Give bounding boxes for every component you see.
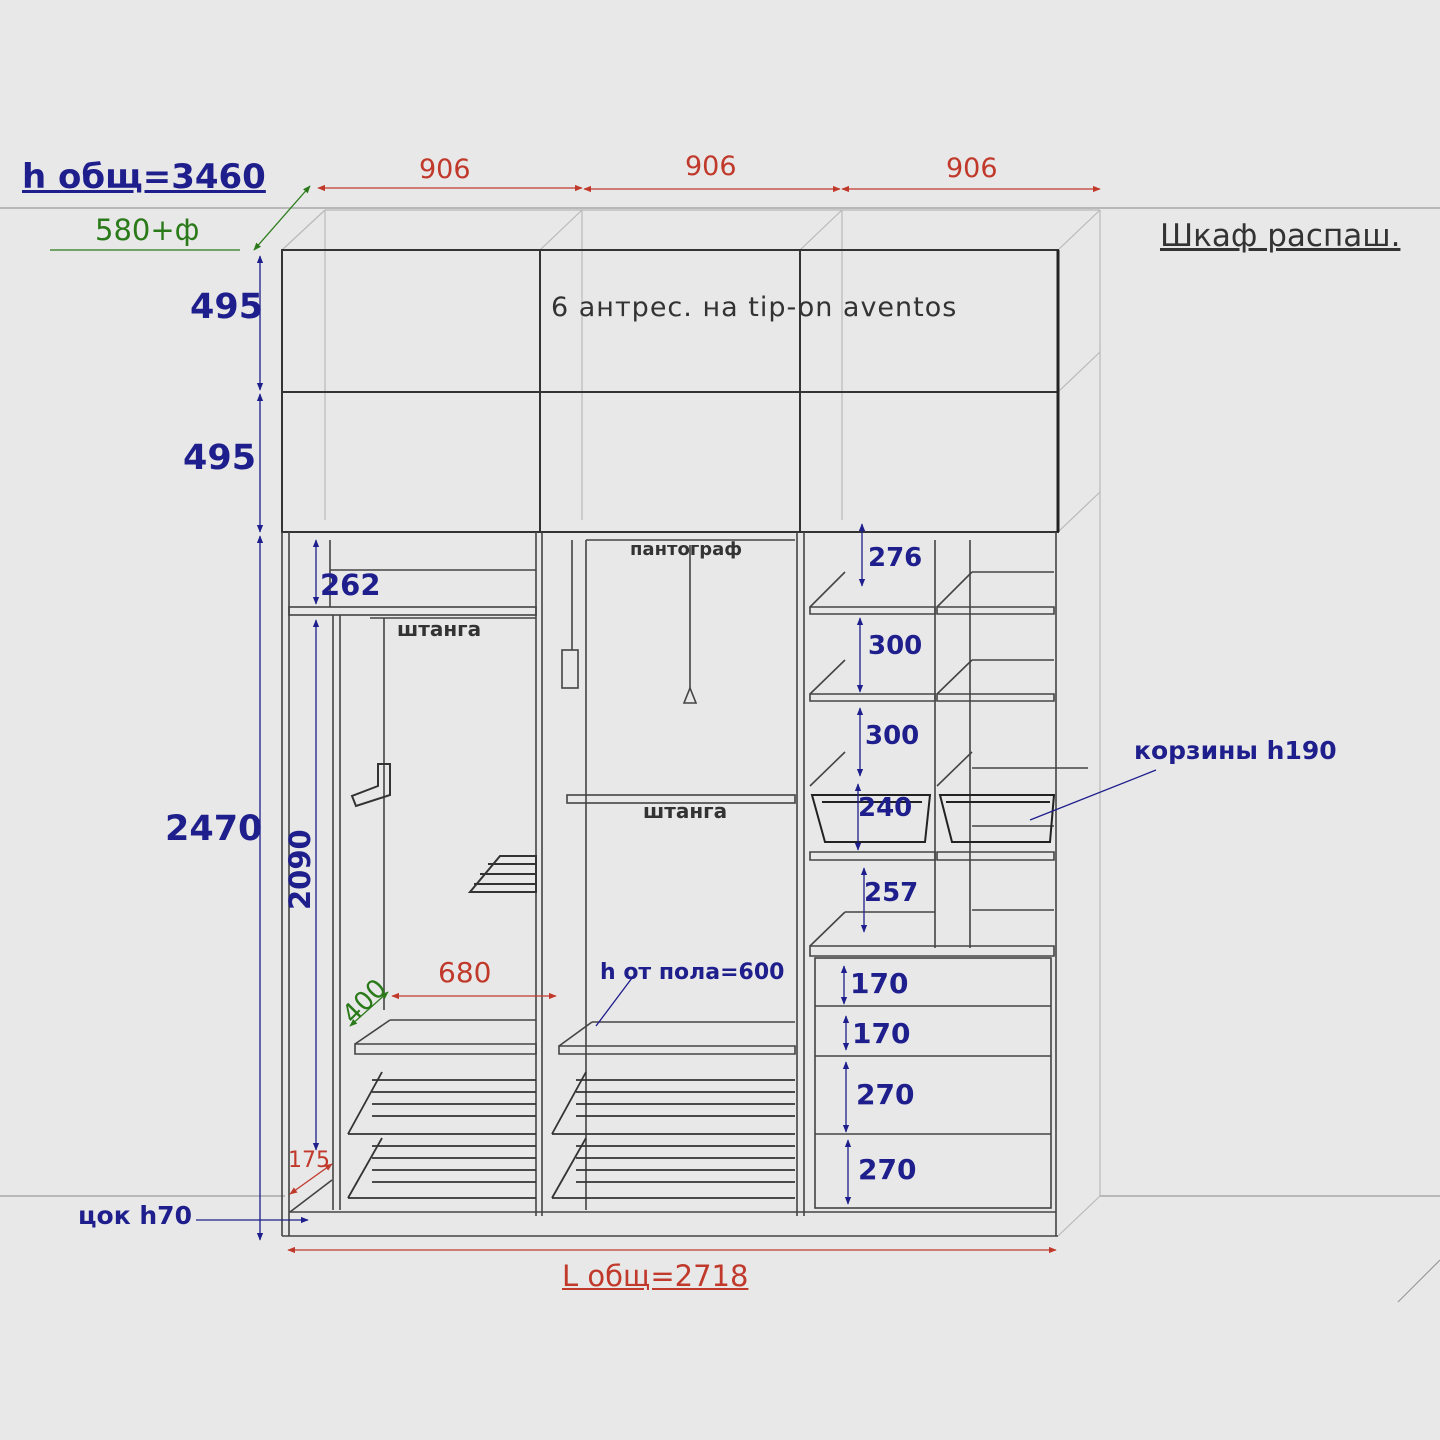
- mezzanine-note: 6 антрес. на tip-on aventos: [551, 292, 958, 323]
- shelf-width-label: 680: [438, 956, 492, 989]
- right-shelf-5-label: 257: [864, 878, 919, 908]
- total-width-label: L общ=2718: [562, 1259, 749, 1293]
- height-mezz-top-label: 495: [190, 287, 264, 327]
- height-top-shelf-label: 262: [320, 568, 381, 602]
- accessories: [350, 763, 537, 893]
- dim-lines-green: [50, 185, 389, 1027]
- total-height-label: h общ=3460: [22, 157, 266, 197]
- drawer-4-label: 270: [858, 1153, 917, 1186]
- drawer-2-label: 170: [852, 1017, 911, 1050]
- right-shelf-1-label: 276: [868, 543, 923, 573]
- drawer-1-label: 170: [850, 967, 909, 1000]
- dim-lines-red: [287, 184, 1101, 1254]
- cabinet-type-label: Шкаф распаш.: [1160, 218, 1401, 254]
- carcass-ghost: [281, 209, 1101, 1237]
- plinth-label: цок h70: [78, 1201, 192, 1230]
- width-col3-label: 906: [946, 153, 998, 184]
- pantograph-note: пантограф: [630, 539, 743, 560]
- room-lines: [0, 207, 1440, 1303]
- height-main-label: 2470: [165, 809, 263, 849]
- rod-center-note: штанга: [643, 799, 728, 823]
- right-shelf-2-label: 300: [868, 631, 923, 661]
- width-col1-label: 906: [419, 154, 471, 185]
- dim-lines-blue: [196, 255, 1157, 1241]
- height-left-section-label: 2090: [283, 829, 317, 910]
- right-shelf-3-label: 300: [865, 721, 920, 751]
- height-mezz-bottom-label: 495: [183, 438, 257, 478]
- shoe-racks: [347, 1071, 795, 1199]
- drawer-3-label: 270: [856, 1078, 915, 1111]
- main-carcass: [281, 532, 1088, 1237]
- shelf-height-note: h от пола=600: [600, 960, 785, 985]
- depth-label: 580+ф: [95, 213, 200, 247]
- bottom-gap-label: 175: [288, 1148, 330, 1173]
- baskets-note: корзины h190: [1134, 736, 1337, 765]
- baskets: [810, 794, 1056, 843]
- width-col2-label: 906: [685, 151, 737, 182]
- rod-left-note: штанга: [397, 617, 482, 641]
- right-shelf-4-label: 240: [858, 793, 913, 823]
